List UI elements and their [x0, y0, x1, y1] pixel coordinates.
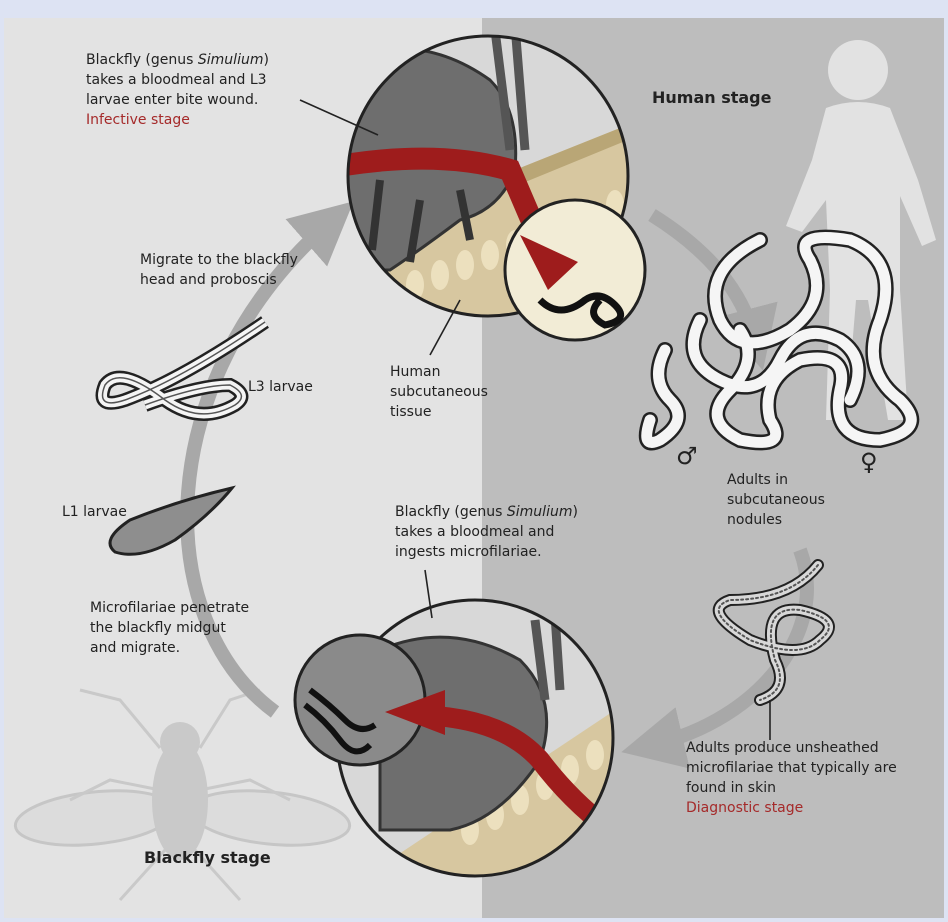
bite-zoom-circle — [505, 200, 645, 340]
human-stage-title: Human stage — [652, 88, 771, 108]
l1-larvae-label: L1 larvae — [62, 502, 127, 522]
infective-stage-label: Infective stage — [86, 110, 269, 130]
ingest-zoom-circle — [295, 635, 425, 765]
tissue-caption: Human subcutaneous tissue — [390, 362, 488, 422]
penetrate-caption: Microfilariae penetrate the blackfly mid… — [90, 598, 249, 658]
l3-larvae-label: L3 larvae — [248, 377, 313, 397]
migrate-head-caption: Migrate to the blackfly head and probosc… — [140, 250, 298, 290]
diagnostic-stage-label: Diagnostic stage — [686, 798, 897, 818]
female-symbol: ♀ — [860, 452, 878, 472]
blackfly-stage-title: Blackfly stage — [144, 848, 271, 868]
adults-nodules-caption: Adults in subcutaneous nodules — [727, 470, 825, 530]
ingest-caption: Blackfly (genus Simulium) takes a bloodm… — [395, 502, 578, 562]
produce-caption: Adults produce unsheathed microfilariae … — [686, 738, 897, 818]
bite-caption: Blackfly (genus Simulium) takes a bloodm… — [86, 50, 269, 130]
male-symbol: ♂ — [676, 446, 698, 466]
